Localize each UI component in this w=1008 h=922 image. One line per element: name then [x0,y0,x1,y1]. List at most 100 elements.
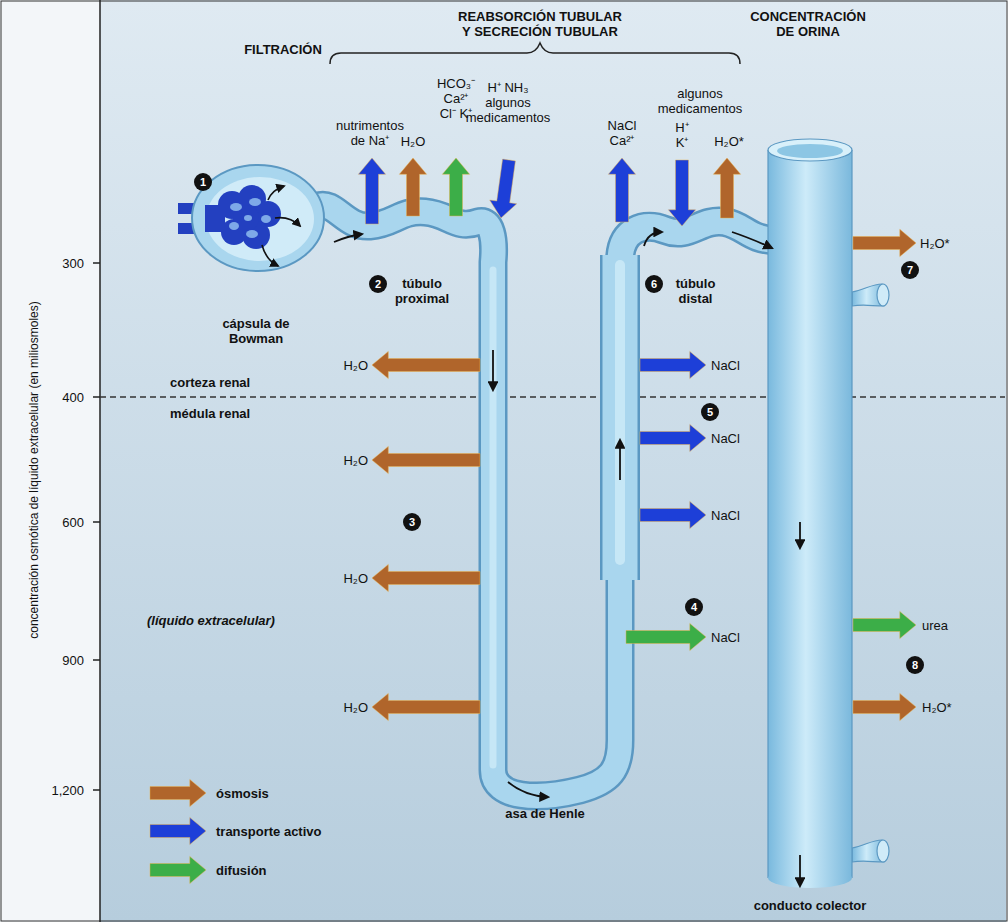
tick-mark [93,521,100,523]
duct-edge [851,150,852,878]
substance-label: H⁺ NH₃ algunos medicamentos [466,80,551,125]
cortex-medulla-boundary [100,396,1005,397]
lumen [261,215,271,223]
tick-mark [93,659,100,661]
flow-arrow [268,186,284,200]
substance-label: H₂O* [920,236,950,251]
osmosis-arrow [853,693,916,720]
axis-title: concentración osmótica de líquido extrac… [27,301,42,639]
active-transport-arrow [640,424,706,451]
substance-label: H₂O [343,358,368,373]
tubule-fill [603,255,638,580]
substance-label: urea [922,618,948,633]
flow-arrow [644,232,662,246]
bracket [330,43,740,64]
flow-arrow [492,350,494,390]
duct-edge [767,150,768,878]
legend-swatch [150,856,206,883]
substance-label: NaCl [711,508,740,523]
callout-number: 3 [403,513,421,531]
substance-label: NaCl [711,358,740,373]
osmosis-arrow [713,158,740,218]
substance-label: H⁺ K⁺ [675,120,688,150]
nephron-tubule [318,205,775,796]
tubule-fill [318,205,620,796]
axis-line [99,0,101,922]
duct-bottom [768,868,852,888]
zone-label: (líquido extracelular) [147,613,275,628]
flow-arrow [275,218,300,226]
section-heading: CONCENTRACIÓN DE ORINA [738,9,878,39]
tubule-fill [620,222,775,262]
callout-number: 1 [194,173,212,191]
structure-label: asa de Henle [505,806,585,821]
callout-number: 8 [906,656,924,674]
diffusion-arrow [442,158,469,216]
tick-mark [93,262,100,264]
substance-label: NaCl Ca²⁺ [608,118,637,148]
tubule-highlight [615,265,625,560]
substance-label: H₂O [343,453,368,468]
substance-label: nutrimentos de Na⁺ [330,118,410,148]
legend-text: transporte activo [216,824,321,839]
callout-number: 7 [901,261,919,279]
tubule-outline [318,205,620,796]
flow-arrow [732,232,772,248]
flow-arrow [508,782,548,797]
flow-arrow [799,855,801,886]
callout-number: 4 [685,598,703,616]
section-heading: REABSORCIÓN TUBULAR Y SECRECIÓN TUBULAR [425,9,655,39]
substance-label: H₂O* [714,134,744,149]
osmosis-arrow [372,446,480,473]
duct-branch-end [877,284,889,306]
callout-number: 5 [701,403,719,421]
axis-tick-label: 900 [62,653,84,668]
active-transport-arrow [608,158,635,222]
callout-number: 6 [645,275,663,293]
substance-label: NaCl [711,630,740,645]
callout-number: 2 [369,275,387,293]
substance-label: H₂O [401,134,426,149]
tubule-outline [620,222,775,262]
duct-body [768,150,852,878]
capillary [205,205,225,232]
substance-label: algunos medicamentos [658,86,743,116]
osmosis-arrow [853,229,916,256]
legend-text: ósmosis [216,786,269,801]
legend-swatches [150,779,206,883]
lumen [249,198,261,206]
lumen [229,222,239,230]
tick-mark [93,396,100,398]
flow-arrow [619,440,621,480]
flow-arrow [334,234,362,242]
active-transport-arrow [640,501,706,528]
active-transport-arrow [640,351,706,378]
zone-label: corteza renal [170,375,250,390]
lumen [246,230,258,238]
flow-arrow [262,245,278,266]
substance-label: NaCl [711,431,740,446]
diffusion-arrow [626,623,706,650]
axis-ticks [93,263,100,790]
tubule-highlight [490,270,497,765]
zone-label: médula renal [170,406,250,421]
legend-swatch [150,817,206,844]
filtration-arrows [262,186,300,266]
axis-tick-label: 600 [62,515,84,530]
flow-arrow [799,522,801,548]
collecting-duct [768,139,889,888]
substance-label: H₂O* [922,700,952,715]
structure-label: túbulo proximal [392,276,452,306]
axis-tick-label: 400 [62,390,84,405]
glomerulus-lumen [229,198,271,238]
osmosis-arrow [372,564,480,591]
substance-label: H₂O [343,571,368,586]
section-heading: FILTRACIÓN [244,42,322,57]
duct-branch-end [877,840,889,862]
active-transport-arrow [490,159,517,218]
active-transport-arrow [358,158,385,224]
